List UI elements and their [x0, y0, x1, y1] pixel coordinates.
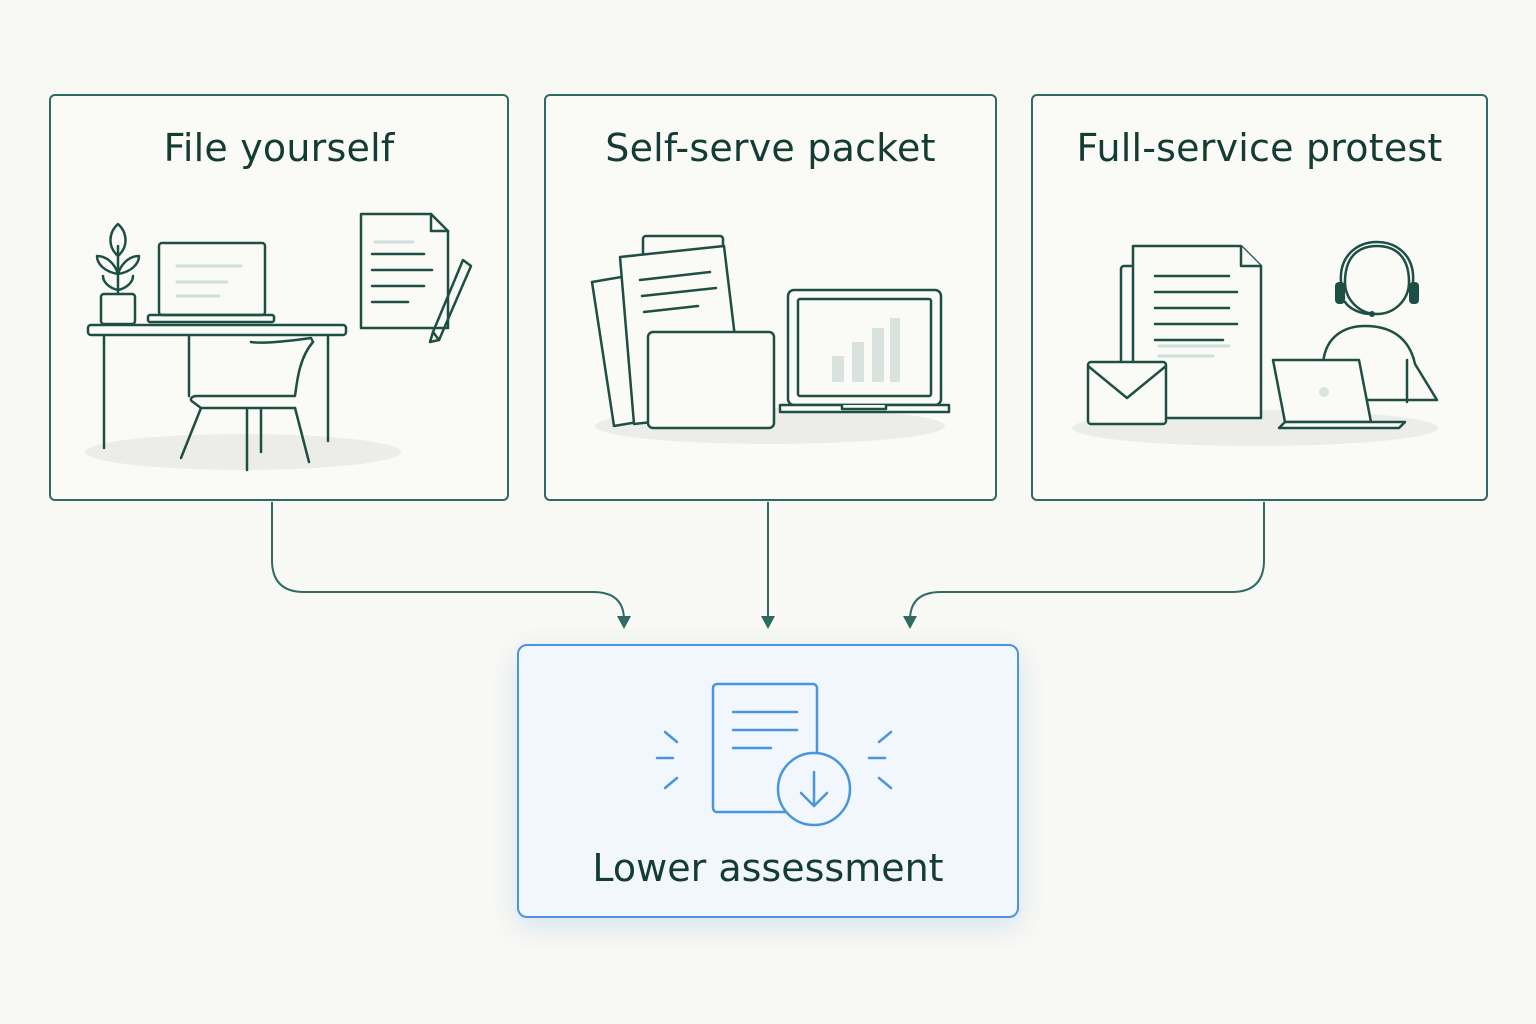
- option-card-self-serve-packet: Self-serve packet: [544, 94, 997, 501]
- option-card-full-service-protest: Full-service protest: [1031, 94, 1488, 501]
- arrowhead-right: [903, 616, 917, 629]
- arrowhead-left: [617, 616, 631, 629]
- option-title: File yourself: [163, 126, 395, 170]
- packet-documents-laptop-icon: [590, 234, 951, 444]
- option-title: Self-serve packet: [605, 126, 936, 170]
- option-card-file-yourself: File yourself: [49, 94, 509, 501]
- option-title: Full-service protest: [1076, 126, 1443, 170]
- arrowhead-center: [761, 616, 775, 629]
- result-title: Lower assessment: [592, 846, 944, 890]
- document-download-icon: [655, 682, 893, 827]
- result-box-lower-assessment: Lower assessment: [517, 644, 1019, 918]
- connector-right: [909, 502, 1265, 621]
- agent-support-icon: [1072, 240, 1439, 446]
- connector-left: [271, 502, 625, 621]
- desk-laptop-document-icon: [85, 212, 473, 472]
